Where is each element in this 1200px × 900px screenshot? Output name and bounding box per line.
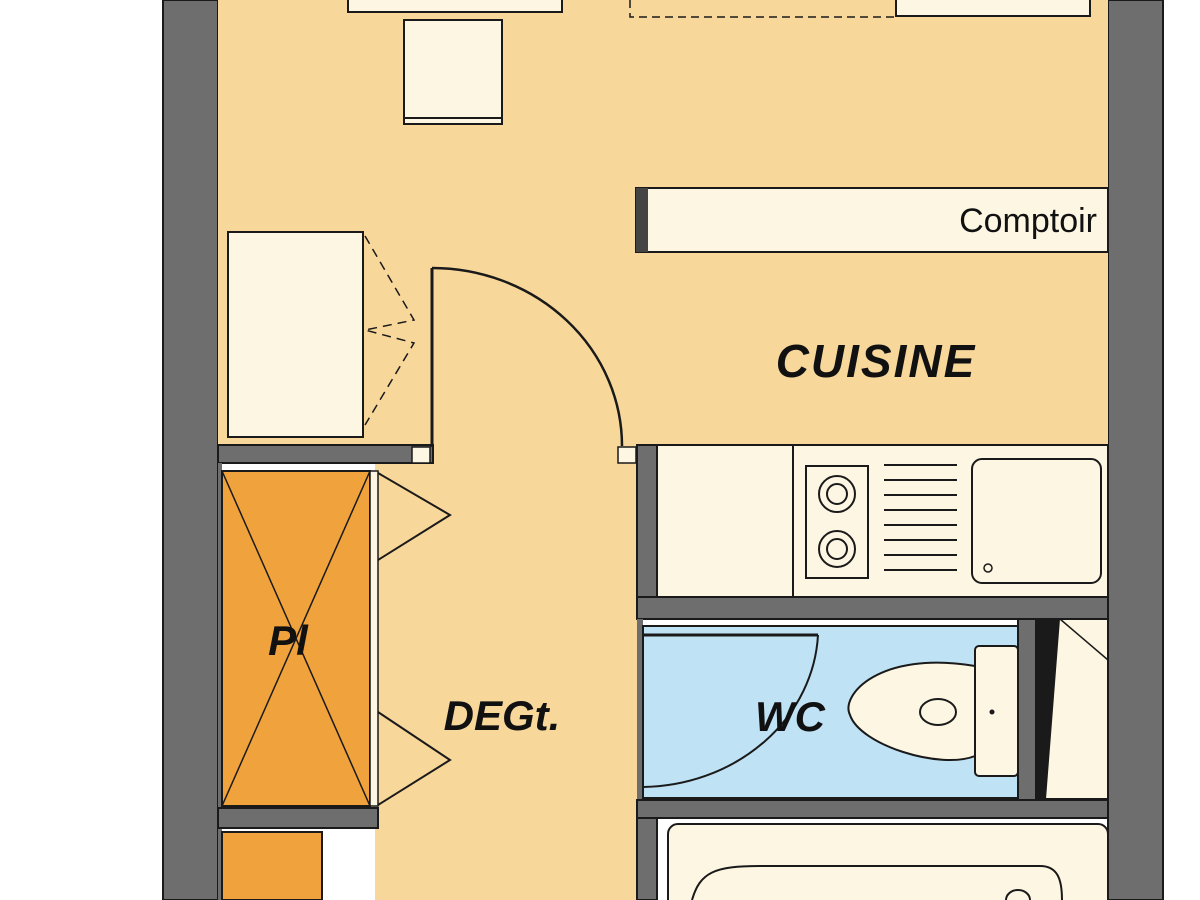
placard-label: Pl	[268, 617, 309, 664]
wc-label: WC	[755, 693, 826, 740]
bathroom-wall-left	[636, 817, 658, 900]
wc-wall-right	[1017, 618, 1037, 803]
interior-wall-wc-top	[636, 596, 1109, 620]
top-cabinet-dashed	[629, 0, 896, 18]
toilet-seat-opening	[919, 698, 957, 726]
wc-door-arc	[642, 634, 819, 788]
sink-basin	[971, 458, 1102, 584]
comptoir-label: Comptoir	[959, 202, 1097, 240]
placard-front	[369, 470, 379, 807]
sink-drain	[983, 563, 993, 573]
duct-shading	[1036, 619, 1060, 799]
bathtub-drain	[1005, 889, 1031, 900]
kitchen-door-arc	[431, 266, 624, 447]
wall-jamb-left	[411, 446, 431, 464]
corridor-upper-floor	[432, 300, 622, 460]
placard-door-bottom	[377, 711, 452, 806]
interior-wall-kitchen	[217, 444, 434, 464]
outer-wall-left	[162, 0, 219, 900]
top-cabinet-right	[895, 0, 1091, 17]
interior-wall-bath-top	[636, 799, 1109, 819]
wc-wall-left	[637, 619, 643, 900]
degagement-label: DEGt.	[444, 692, 561, 739]
toilet-tank	[974, 645, 1019, 777]
table-top	[347, 0, 563, 13]
comptoir-counter	[635, 187, 1109, 253]
chair	[403, 19, 503, 125]
hob-burner-2	[818, 530, 856, 568]
hob-burner-1	[818, 475, 856, 513]
bathtub-inner	[691, 865, 1063, 900]
hob-burner-1-inner	[826, 483, 848, 505]
bathtub	[667, 823, 1109, 900]
hob-burner-2-inner	[826, 538, 848, 560]
sink-drainer	[884, 464, 957, 571]
placard-wall-left	[218, 463, 222, 900]
placard-door-top	[377, 472, 452, 561]
fridge	[227, 231, 364, 438]
corridor-floor	[375, 445, 637, 900]
placard-cross-2	[221, 470, 371, 807]
comptoir-end	[636, 188, 648, 252]
lower-cupboard	[221, 831, 323, 900]
outer-wall-right	[1107, 0, 1164, 900]
toilet-bowl	[847, 661, 976, 761]
duct-line	[1059, 618, 1109, 661]
interior-wall-placard-bottom	[217, 807, 379, 829]
toilet-tank-button	[989, 709, 995, 715]
cuisine-label: CUISINE	[776, 335, 977, 387]
kitchen-wall-left	[636, 444, 658, 616]
hob	[805, 465, 869, 579]
fridge-door-swing	[364, 235, 416, 426]
wall-jamb-right	[617, 446, 637, 464]
